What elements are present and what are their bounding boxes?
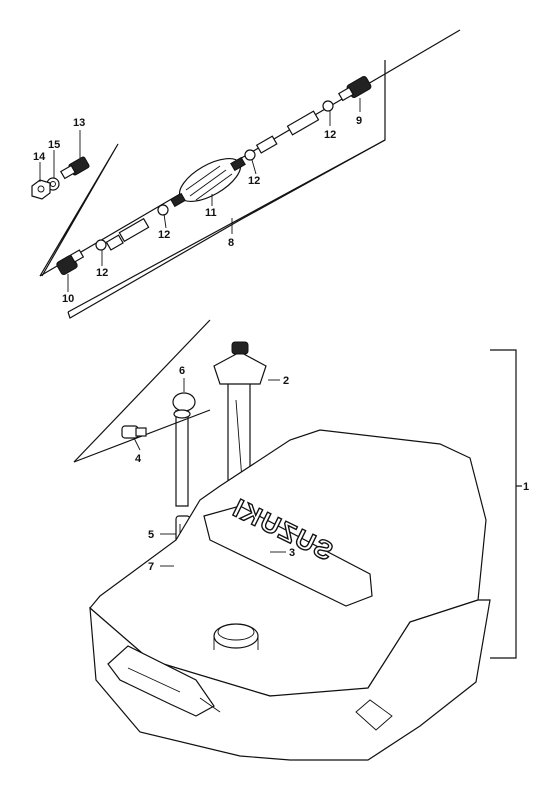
callout-4: 4 [135,453,142,465]
primer-bulb-11 [170,156,246,208]
callout-6: 6 [179,365,185,377]
connector-9 [337,76,372,102]
callout-12: 12 [324,129,336,141]
callout-1: 1 [523,481,529,493]
fuel-tank-1 [89,429,491,761]
callout-labels: 1 2 3 4 5 6 7 8 9 10 11 12 12 12 12 13 1… [33,115,529,573]
callout-13: 13 [73,117,85,129]
fitting-4 [121,425,147,439]
leader-lines [39,98,361,567]
callout-12: 12 [158,229,170,241]
connector-10 [56,249,85,275]
callout-5: 5 [148,529,154,541]
callout-10: 10 [62,293,74,305]
callout-15: 15 [48,139,60,151]
tank-assembly-bracket [490,349,522,659]
hose-segment [105,110,320,251]
callout-3: 3 [289,547,295,559]
callout-9: 9 [356,115,362,127]
fitting-13 [59,156,90,180]
fitting-panel-outline [73,319,211,463]
nut-14 [31,179,51,200]
hose-clip-12 [95,100,334,251]
fuel-line-assembly [31,76,372,275]
callout-12: 12 [96,267,108,279]
callout-2: 2 [283,375,289,387]
callout-8: 8 [228,237,234,249]
callout-7: 7 [148,561,154,573]
callout-12: 12 [248,175,260,187]
callout-14: 14 [33,151,46,163]
vent-cap-6 [172,392,196,507]
callout-11: 11 [205,207,217,219]
